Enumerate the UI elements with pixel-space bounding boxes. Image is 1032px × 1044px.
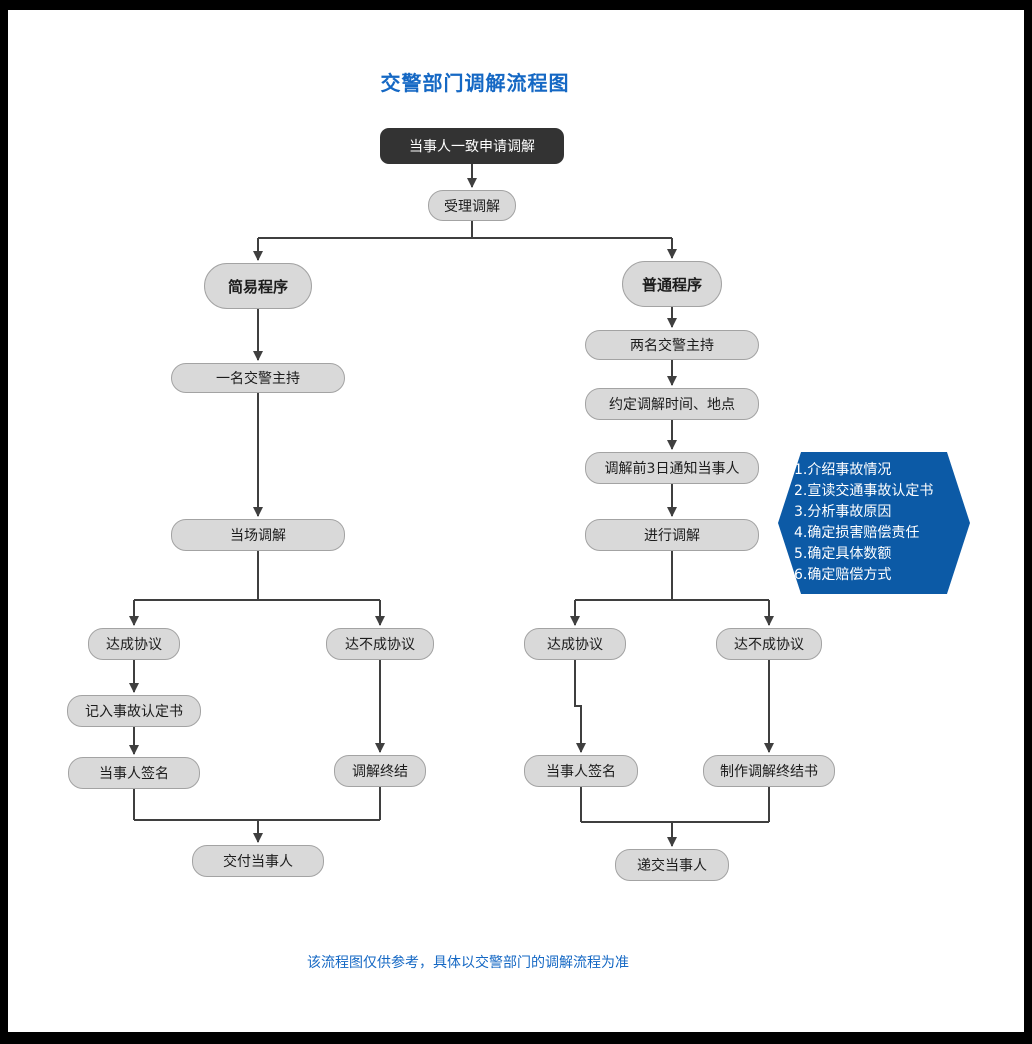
callout-line: 6.确定赔偿方式 bbox=[794, 567, 892, 583]
node-one-officer: 一名交警主持 bbox=[171, 363, 345, 393]
node-make-end-document: 制作调解终结书 bbox=[703, 755, 835, 787]
callout-line: 4.确定损害赔偿责任 bbox=[794, 525, 920, 541]
node-onsite-mediation: 当场调解 bbox=[171, 519, 345, 551]
node-right-agreement: 达成协议 bbox=[524, 628, 626, 660]
frame-edge-left bbox=[0, 0, 8, 1044]
node-accept-mediation: 受理调解 bbox=[428, 190, 516, 221]
callout-line: 5.确定具体数额 bbox=[794, 546, 892, 562]
node-left-no-agreement: 达不成协议 bbox=[326, 628, 434, 660]
node-conduct-mediation: 进行调解 bbox=[585, 519, 759, 551]
node-mediation-end: 调解终结 bbox=[334, 755, 426, 787]
callout-line: 1.介绍事故情况 bbox=[794, 462, 892, 478]
node-submit-parties: 递交当事人 bbox=[615, 849, 729, 881]
node-apply-mediation: 当事人一致申请调解 bbox=[380, 128, 564, 164]
footer-note: 该流程图仅供参考，具体以交警部门的调解流程为准 bbox=[307, 955, 629, 971]
node-right-no-agreement: 达不成协议 bbox=[716, 628, 822, 660]
node-two-officers: 两名交警主持 bbox=[585, 330, 759, 360]
node-left-agreement: 达成协议 bbox=[88, 628, 180, 660]
diagram-title: 交警部门调解流程图 bbox=[380, 71, 570, 95]
node-right-sign: 当事人签名 bbox=[524, 755, 638, 787]
node-schedule-time-place: 约定调解时间、地点 bbox=[585, 388, 759, 420]
mediation-content-callout: 1.介绍事故情况 2.宣读交通事故认定书 3.分析事故原因 4.确定损害赔偿责任… bbox=[778, 452, 970, 594]
node-simple-procedure: 简易程序 bbox=[204, 263, 312, 309]
callout-line: 2.宣读交通事故认定书 bbox=[794, 483, 934, 499]
node-normal-procedure: 普通程序 bbox=[622, 261, 722, 307]
frame-edge-bottom bbox=[0, 1032, 1032, 1044]
frame-edge-top bbox=[0, 0, 1032, 10]
node-deliver-parties: 交付当事人 bbox=[192, 845, 324, 877]
node-notify-3days: 调解前3日通知当事人 bbox=[585, 452, 759, 484]
node-record-in-report: 记入事故认定书 bbox=[67, 695, 201, 727]
node-left-sign: 当事人签名 bbox=[68, 757, 200, 789]
callout-line: 3.分析事故原因 bbox=[794, 504, 892, 520]
frame-edge-right bbox=[1024, 0, 1032, 1044]
